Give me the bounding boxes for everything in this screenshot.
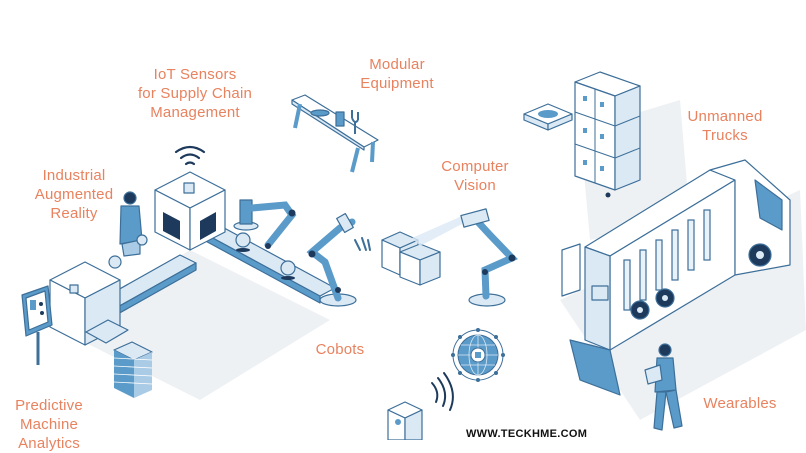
product-spheres <box>108 232 296 280</box>
worker-icon <box>119 191 148 257</box>
wireless-signal-icon <box>431 372 454 411</box>
watermark: WWW.TECKHME.COM <box>466 428 588 440</box>
label-unmanned-trucks: Unmanned Trucks <box>687 108 763 144</box>
sensor-box-icon <box>387 401 423 440</box>
label-industrial-ar: Industrial Augmented Reality <box>34 167 114 222</box>
label-wearables: Wearables <box>703 395 777 412</box>
control-panel-icon <box>21 285 53 365</box>
wifi-signal-icon <box>174 145 206 166</box>
camera-robot-icon <box>460 208 518 307</box>
label-computer-vision: Computer Vision <box>441 158 509 194</box>
robotic-arm-icon <box>233 199 297 249</box>
predictive-machine-icon <box>49 261 129 346</box>
paper-stack-icon <box>113 341 153 398</box>
label-predictive-machine: Predictive Machine Analytics <box>15 397 83 452</box>
label-cobots: Cobots <box>315 341 365 358</box>
vision-boxes-icon <box>381 216 462 286</box>
delivery-worker-icon <box>644 343 683 431</box>
illustration: .o{stroke:#3d6f99;stroke-width:1.2;strok… <box>21 71 806 440</box>
delivery-truck-icon <box>561 159 791 396</box>
workbench-icon <box>291 94 379 173</box>
pallet-rack-icon <box>574 71 641 198</box>
globe-network-icon <box>451 328 505 382</box>
sensor-hub-box-icon <box>154 171 226 251</box>
label-modular-equipment: Modular Equipment <box>360 56 434 92</box>
label-iot-sensors: IoT Sensors for Supply Chain Management <box>137 66 253 121</box>
cobot-arm-icon <box>306 212 371 307</box>
industry-diagram: .o{stroke:#3d6f99;stroke-width:1.2;strok… <box>15 56 806 452</box>
scale-icon <box>523 103 573 131</box>
